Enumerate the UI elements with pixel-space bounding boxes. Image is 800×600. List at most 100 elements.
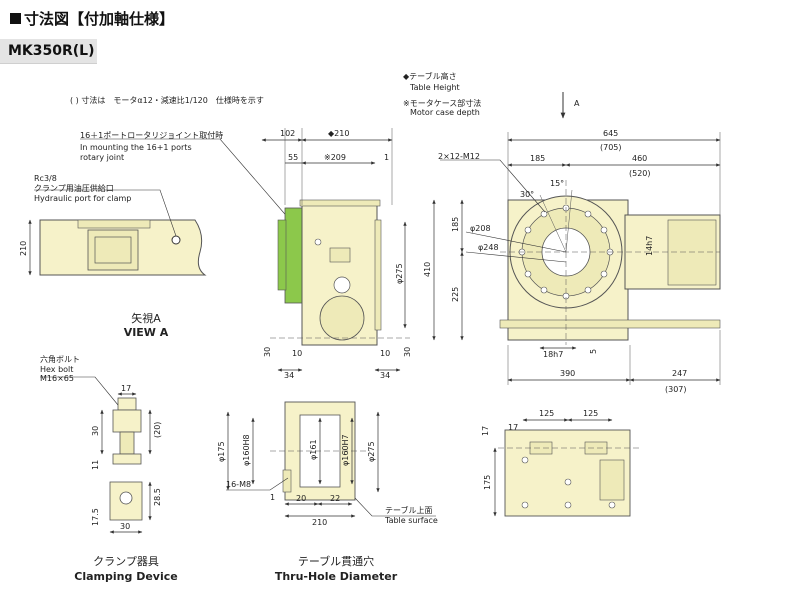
model-name: MK350R(L) bbox=[8, 43, 95, 59]
rotary-joint-flange bbox=[277, 219, 287, 291]
thru-step bbox=[282, 469, 292, 493]
clamp-dim-20: (20) bbox=[153, 422, 162, 438]
base-hole bbox=[521, 501, 529, 509]
base-top-view: 125 125 17 17 175 bbox=[481, 409, 640, 517]
base-dim-17-left: 17 bbox=[481, 426, 490, 436]
side-port-icon bbox=[314, 238, 322, 246]
clamp-port-en: Hydraulic port for clamp bbox=[34, 194, 131, 203]
base-hole bbox=[608, 501, 616, 509]
view-a-plate bbox=[87, 229, 139, 271]
dim-34-right: 34 bbox=[380, 371, 390, 380]
bolt-hole bbox=[524, 270, 532, 278]
clamp-hole bbox=[119, 491, 133, 505]
side-small-circle bbox=[333, 276, 351, 294]
clamp-port-icon bbox=[171, 235, 181, 245]
title-text: 寸法図【付加軸仕様】 bbox=[24, 10, 175, 28]
dim-307: (307) bbox=[665, 385, 687, 394]
clamp-port-leader bbox=[34, 189, 177, 237]
thru-dim-210: 210 bbox=[312, 518, 327, 527]
bolt-hole bbox=[600, 270, 608, 278]
dim-5: 5 bbox=[589, 349, 598, 354]
dim-185v: 185 bbox=[451, 217, 460, 232]
side-motor-circle bbox=[319, 295, 365, 341]
dim-14h7: 14h7 bbox=[645, 236, 654, 256]
angle-line-30 bbox=[539, 194, 567, 253]
front-motor-inner bbox=[667, 219, 717, 286]
dim-210-side: ◆210 bbox=[328, 129, 349, 138]
clamp-dim-17-5: 17.5 bbox=[91, 508, 100, 526]
view-a-caption-jp: 矢視A bbox=[131, 311, 161, 325]
side-top-plate bbox=[299, 199, 381, 207]
motor-case-en: Motor case depth bbox=[410, 108, 480, 117]
side-block bbox=[329, 247, 351, 263]
table-surface-leader bbox=[354, 497, 436, 517]
thru-dim-175: φ175 bbox=[217, 441, 226, 462]
clamp-dim-30b: 30 bbox=[120, 522, 130, 531]
angle-line-15 bbox=[565, 189, 573, 253]
rotary-leader bbox=[80, 138, 291, 221]
dim-10-right: 10 bbox=[380, 349, 390, 358]
base-hole bbox=[521, 456, 529, 464]
table-height-jp: ◆テーブル高さ bbox=[403, 71, 457, 81]
dim-185: 185 bbox=[530, 154, 545, 163]
dim-18h7: 18h7 bbox=[543, 350, 563, 359]
clamp-dim-28-5: 28.5 bbox=[153, 488, 162, 506]
dim-10-left: 10 bbox=[292, 349, 302, 358]
thru-dim-22: 22 bbox=[330, 494, 340, 503]
bolt-hole bbox=[584, 210, 592, 218]
clamp-dim-11: 11 bbox=[91, 460, 100, 470]
m12-leader bbox=[440, 159, 546, 213]
thru-dim-1: 1 bbox=[270, 493, 275, 502]
phi248-leader bbox=[465, 251, 567, 263]
hex-size: M16×65 bbox=[40, 374, 74, 383]
paren-note: ( ) 寸法は モータα12・減速比1/120 仕様時を示す bbox=[70, 95, 264, 105]
phi208-leader bbox=[465, 231, 567, 253]
bolt-hole bbox=[600, 226, 608, 234]
thru-dim-160h8: φ160H8 bbox=[242, 434, 251, 466]
model-tab: MK350R(L) bbox=[0, 39, 97, 64]
m12-label: 2×12-M12 bbox=[438, 152, 480, 161]
base-dim-125b: 125 bbox=[583, 409, 598, 418]
dim-30-right: 30 bbox=[403, 347, 412, 357]
clamp-port-jp: クランプ用油圧供給口 bbox=[34, 183, 114, 193]
clamp-caption-en: Clamping Device bbox=[74, 570, 177, 583]
table-surface-en: Table surface bbox=[384, 516, 438, 525]
bolt-hole bbox=[584, 286, 592, 294]
thru-caption-en: Thru-Hole Diameter bbox=[275, 570, 398, 583]
base-dim-125a: 125 bbox=[539, 409, 554, 418]
rotary-jp: 16＋1ポートロータリジョイント取付時 bbox=[80, 130, 223, 140]
clamp-neck bbox=[119, 431, 135, 455]
base-hole bbox=[564, 501, 572, 509]
m8-leader bbox=[226, 477, 289, 491]
angle-15: 15° bbox=[550, 179, 564, 188]
angle-30: 30° bbox=[520, 190, 534, 199]
view-a: 210 Rc3/8 クランプ用油圧供給口 Hydraulic port for … bbox=[19, 130, 291, 339]
dim-102: 102 bbox=[280, 129, 295, 138]
thru-dim-160h7: φ160H7 bbox=[341, 434, 350, 466]
dim-55: 55 bbox=[288, 153, 298, 162]
thru-caption-jp: テーブル貫通穴 bbox=[298, 554, 374, 568]
table-surface-jp: テーブル上面 bbox=[385, 505, 433, 515]
rotary-en-1: In mounting the 16+1 ports bbox=[80, 143, 192, 152]
clamp-dim-17: 17 bbox=[121, 384, 131, 393]
clamp-lower bbox=[112, 453, 142, 465]
bolt-hole bbox=[540, 286, 548, 294]
clamp-caption-jp: クランプ器具 bbox=[93, 555, 159, 568]
clamp-dim-30: 30 bbox=[91, 426, 100, 436]
base-dim-17-top: 17 bbox=[508, 423, 518, 432]
hex-bolt-head bbox=[117, 397, 137, 411]
thru-dim-275: φ275 bbox=[367, 441, 376, 462]
view-a-plate-inner bbox=[94, 236, 132, 264]
dim-275-side: φ275 bbox=[395, 263, 404, 284]
base-hole bbox=[564, 478, 572, 486]
table-height-en: Table Height bbox=[409, 83, 460, 92]
bolt-hole bbox=[524, 226, 532, 234]
arrow-a-label: A bbox=[574, 99, 580, 108]
dim-520: (520) bbox=[629, 169, 651, 178]
view-a-dim-210: 210 bbox=[19, 241, 28, 256]
title-square-icon bbox=[10, 13, 21, 24]
dim-247: 247 bbox=[672, 369, 687, 378]
view-a-top-strip bbox=[77, 219, 151, 229]
rc-label: Rc3/8 bbox=[34, 174, 57, 183]
page-title: 寸法図【付加軸仕様】 bbox=[10, 8, 174, 29]
